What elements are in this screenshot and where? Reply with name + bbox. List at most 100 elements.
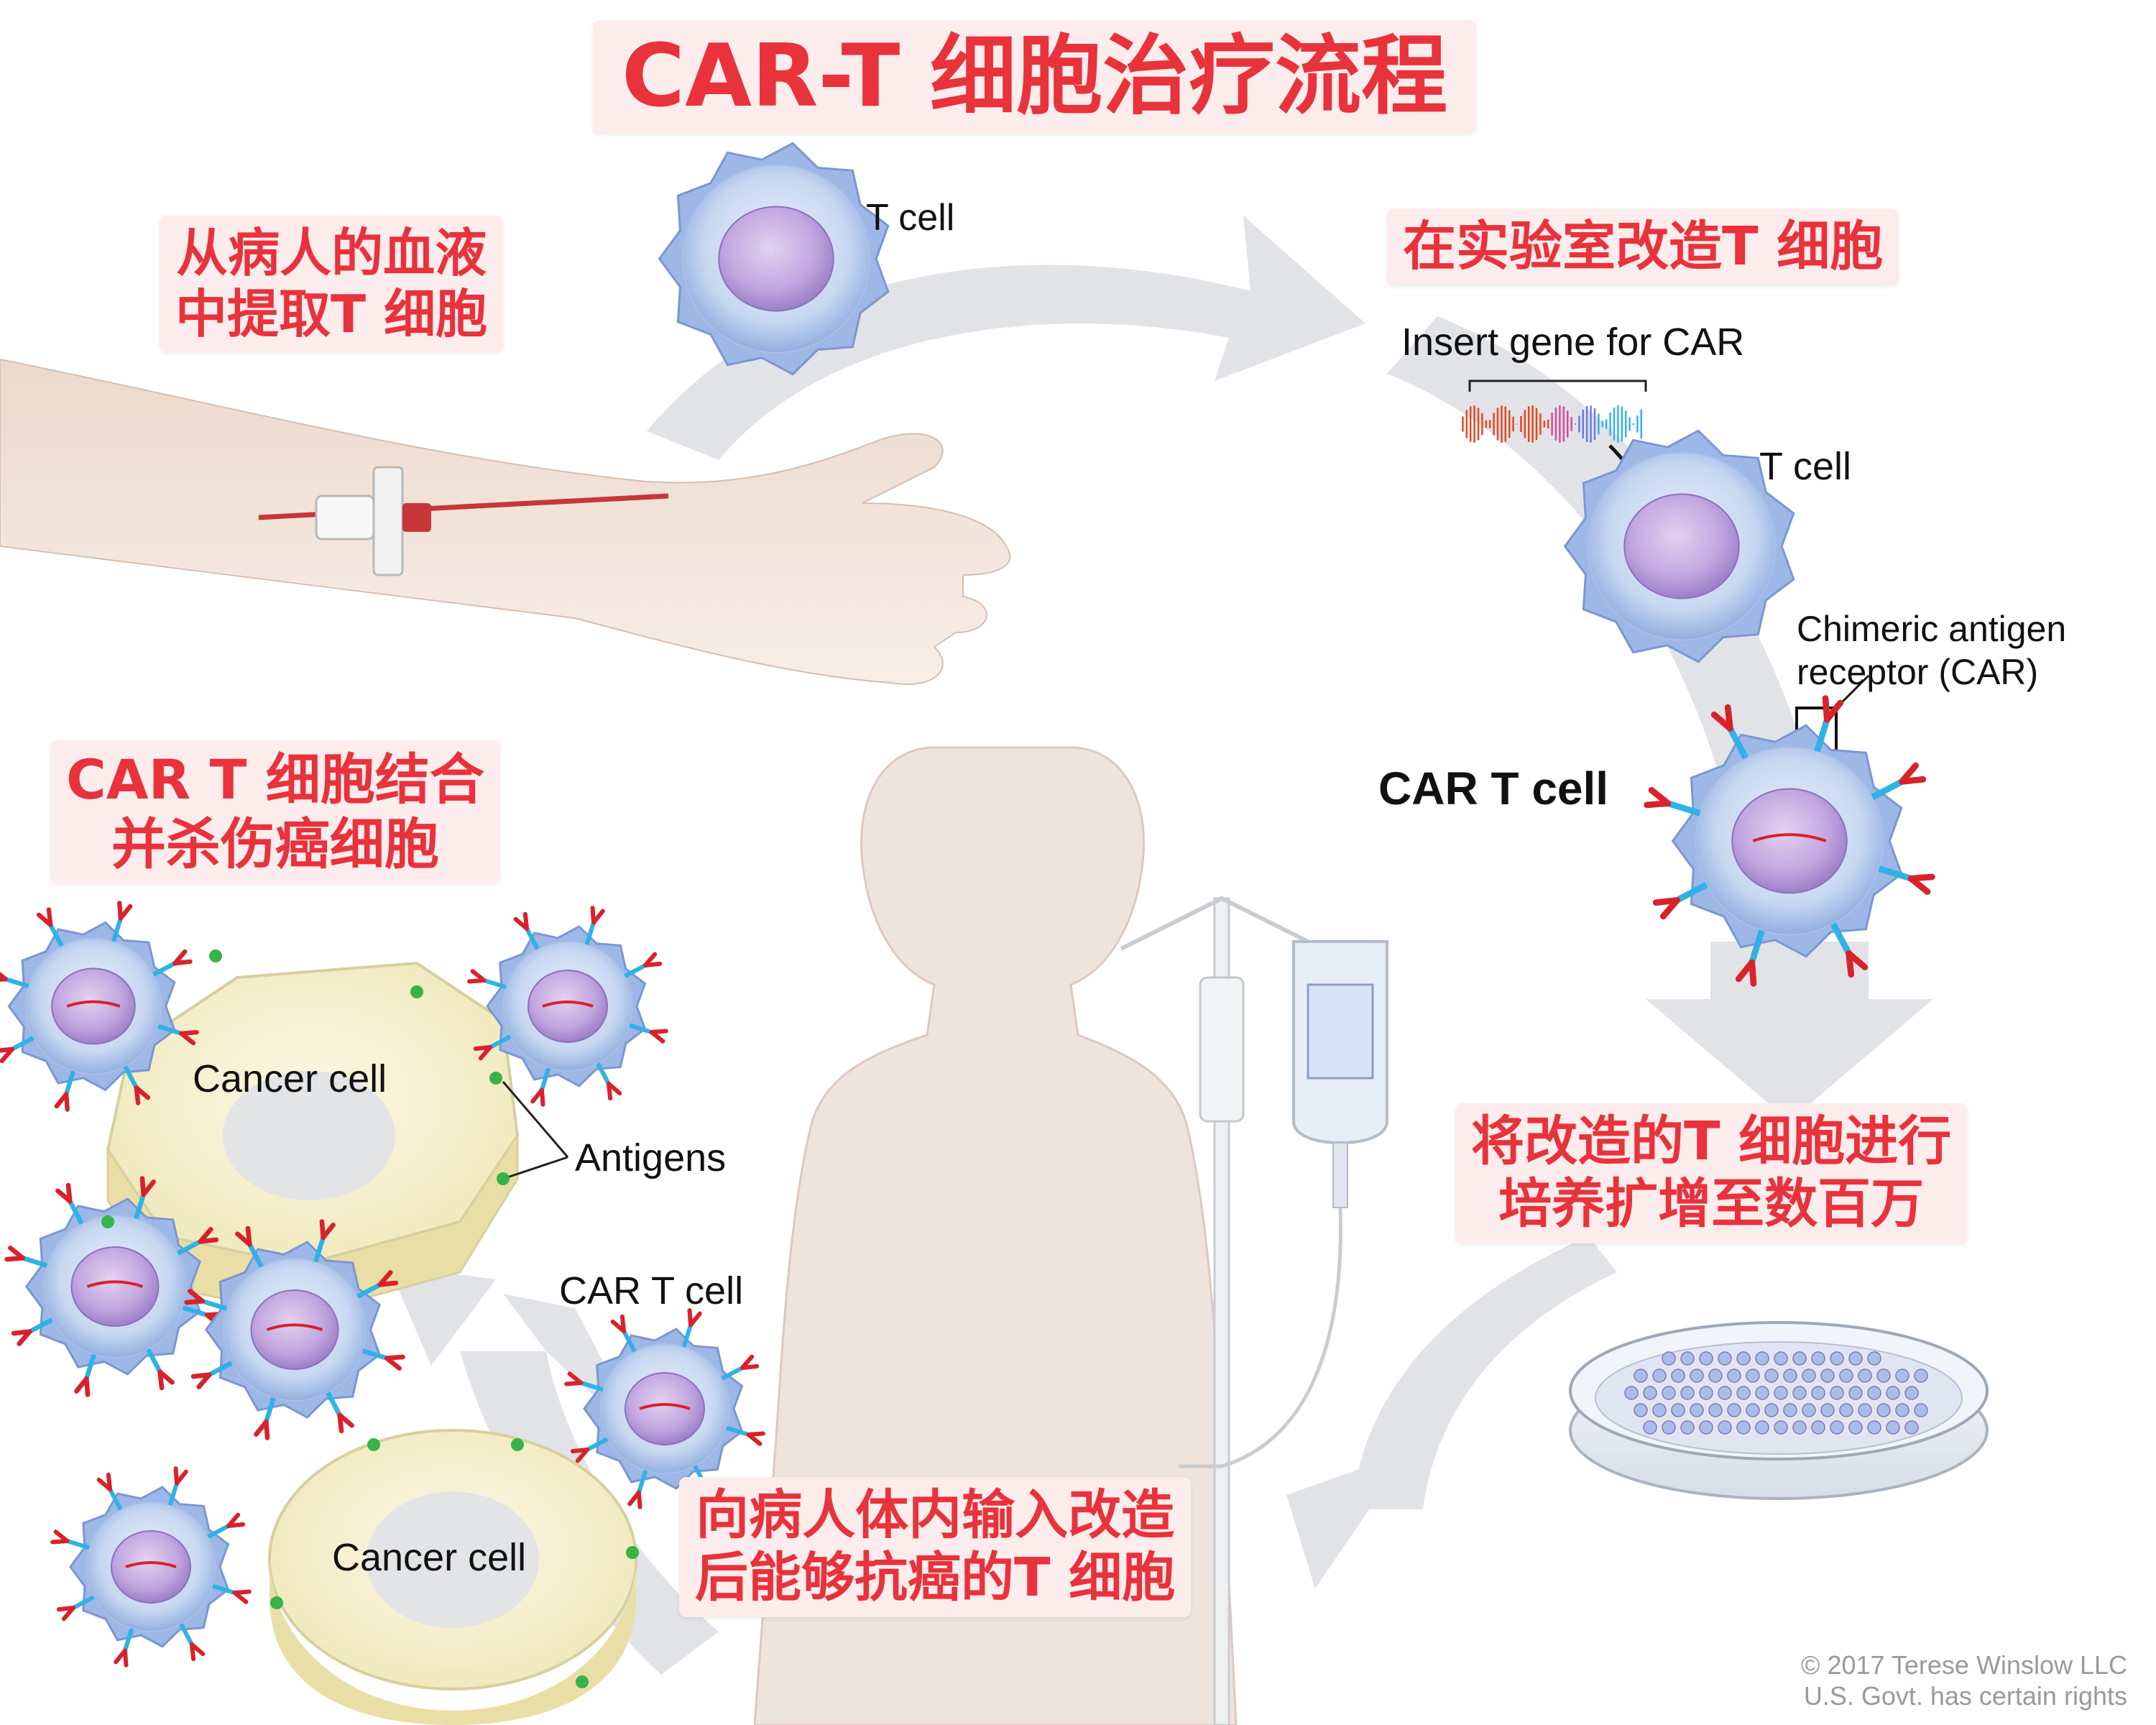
cultured-cell xyxy=(1662,1420,1676,1435)
iv-bag-icon xyxy=(1179,940,1388,1468)
cancer-cell-icon-bottom xyxy=(268,1429,637,1725)
cancer-cell-label-top: Cancer cell xyxy=(193,1057,387,1100)
cancer-cell-icon xyxy=(106,961,520,1317)
cultured-cell xyxy=(1699,1386,1713,1400)
car-t-cell-icon-bottom xyxy=(50,1466,252,1668)
cultured-cell xyxy=(1820,1403,1835,1417)
arrow-arc-bottom xyxy=(1351,1236,1617,1509)
cultured-cell xyxy=(1680,1351,1695,1366)
step-5-label: CAR T 细胞结合 并杀伤癌细胞 xyxy=(50,740,500,884)
cultured-cell xyxy=(1811,1420,1825,1435)
cultured-cell xyxy=(1746,1403,1760,1417)
car-t-cell-icon-main xyxy=(1644,695,1935,987)
car-t-cell-label-small: CAR T cell xyxy=(559,1269,744,1312)
cultured-cell xyxy=(1867,1420,1881,1435)
antigen-marker xyxy=(497,1172,510,1185)
cultured-cell xyxy=(1848,1351,1863,1366)
cultured-cell xyxy=(1858,1403,1872,1417)
cultured-cell xyxy=(1876,1403,1891,1417)
cultured-cell xyxy=(1671,1403,1685,1417)
insert-gene-label: Insert gene for CAR xyxy=(1401,321,1745,364)
cultured-cell xyxy=(1708,1368,1723,1383)
car-label-line-2: receptor (CAR) xyxy=(1797,652,2039,692)
cultured-cell xyxy=(1820,1368,1835,1383)
antigen-leader-lines xyxy=(502,1081,569,1180)
arrow-band-right xyxy=(1387,316,1840,898)
antigen-marker xyxy=(270,1596,283,1609)
cultured-cell xyxy=(1690,1403,1704,1417)
cultured-cell xyxy=(1662,1386,1676,1400)
cultured-cell xyxy=(1802,1368,1816,1383)
cultured-cell xyxy=(1904,1386,1919,1400)
cultured-cell xyxy=(1848,1386,1863,1400)
credit-line-1: © 2017 Terese Winslow LLC xyxy=(1800,1650,2127,1680)
step-1-line-1: 从病人的血液 xyxy=(176,223,487,283)
antigen-marker xyxy=(489,1072,502,1085)
petri-dish-icon xyxy=(1569,1321,1989,1500)
cultured-cell xyxy=(1624,1386,1639,1400)
cultured-cell xyxy=(1736,1386,1751,1400)
arrow-left-bottom xyxy=(1286,1452,1409,1588)
cultured-cell xyxy=(1895,1368,1909,1383)
cultured-cell xyxy=(1895,1403,1909,1417)
cultured-cell xyxy=(1755,1351,1769,1366)
cultured-cell xyxy=(1671,1368,1685,1383)
step-3-label: 将改造的T 细胞进行 培养扩增至数百万 xyxy=(1455,1103,1968,1243)
cultured-cell xyxy=(1690,1368,1704,1383)
step-3-line-2: 培养扩增至数百万 xyxy=(1498,1173,1925,1236)
car-t-cell-icon-cluster-4 xyxy=(184,1219,405,1440)
cultured-cell xyxy=(1662,1351,1676,1366)
cultured-cell xyxy=(1792,1386,1807,1400)
cancer-cell-label-bottom: Cancer cell xyxy=(332,1536,527,1579)
cultured-cell xyxy=(1634,1368,1648,1383)
cultured-cell xyxy=(1764,1403,1779,1417)
copyright-credit: © 2017 Terese Winslow LLC U.S. Govt. has… xyxy=(1801,1650,2127,1711)
cultured-cell xyxy=(1746,1368,1760,1383)
cultured-cell xyxy=(1867,1386,1881,1400)
step-2-line-1: 在实验室改造T 细胞 xyxy=(1403,216,1884,277)
cultured-cell xyxy=(1643,1386,1657,1400)
cultured-cell xyxy=(1727,1403,1741,1417)
antigen-marker xyxy=(576,1675,589,1688)
step-1-line-2: 中提取T 细胞 xyxy=(175,283,488,344)
cultured-cell xyxy=(1886,1386,1900,1400)
step-1-label: 从病人的血液 中提取T 细胞 xyxy=(160,216,504,352)
antigen-marker xyxy=(626,1546,639,1559)
cultured-cell xyxy=(1811,1351,1825,1366)
cultured-cell xyxy=(1764,1368,1779,1383)
cultured-cell xyxy=(1699,1351,1713,1366)
car-label-line-1: Chimeric antigen xyxy=(1797,609,2067,649)
cultured-cell xyxy=(1914,1368,1928,1383)
cultured-cell xyxy=(1858,1368,1872,1383)
antigen-markers xyxy=(101,949,639,1688)
cultured-cell xyxy=(1774,1351,1788,1366)
cultured-cell xyxy=(1830,1351,1844,1366)
cultured-cell xyxy=(1867,1351,1881,1366)
cultured-cell xyxy=(1699,1420,1713,1435)
antigen-marker xyxy=(410,985,423,998)
cultured-cell xyxy=(1652,1368,1667,1383)
cultured-cell xyxy=(1643,1420,1657,1435)
cultured-cell xyxy=(1727,1368,1741,1383)
cultured-cell xyxy=(1783,1403,1797,1417)
cultured-cell xyxy=(1634,1403,1648,1417)
cultured-cell xyxy=(1652,1403,1667,1417)
cultured-cell xyxy=(1830,1386,1844,1400)
step-4-label: 向病人体内输入改造 后能够抗癌的T 细胞 xyxy=(679,1477,1192,1617)
step-5-line-2: 并杀伤癌细胞 xyxy=(111,811,439,876)
cultured-cell xyxy=(1774,1386,1788,1400)
arrow-up-left-2 xyxy=(388,1265,496,1366)
t-cell-label-right: T cell xyxy=(1759,445,1852,488)
cultured-cell xyxy=(1802,1403,1816,1417)
cultured-cell xyxy=(1839,1403,1853,1417)
step-5-line-1: CAR T 细胞结合 xyxy=(66,748,484,811)
cultured-cell xyxy=(1680,1386,1695,1400)
cultured-cell xyxy=(1811,1386,1825,1400)
cultured-cell xyxy=(1680,1420,1695,1435)
car-t-cell-icon-cluster-1 xyxy=(0,901,199,1112)
page-title: CAR-T 细胞治疗流程 xyxy=(593,20,1477,134)
cultured-cell xyxy=(1755,1420,1769,1435)
antigen-marker xyxy=(367,1438,380,1451)
step-3-line-1: 将改造的T 细胞进行 xyxy=(1471,1110,1952,1172)
cultured-cell xyxy=(1783,1368,1797,1383)
